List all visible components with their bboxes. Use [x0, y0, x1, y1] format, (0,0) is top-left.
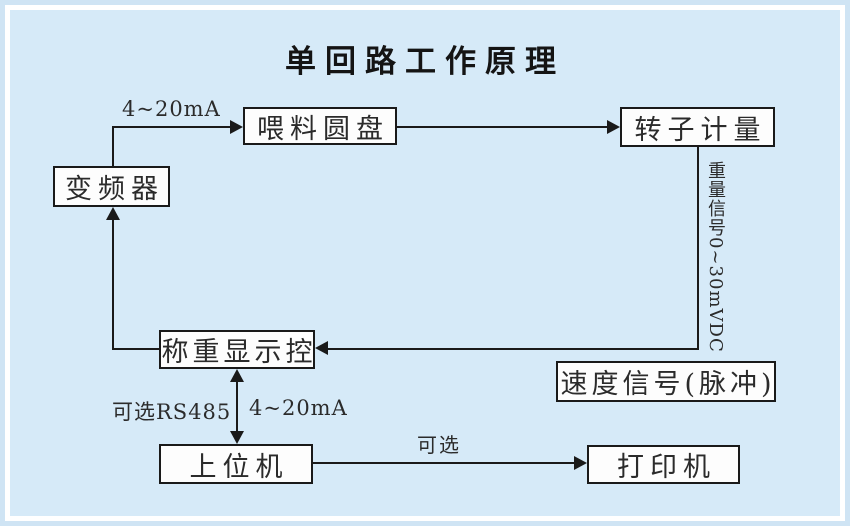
arrowhead-into-rotor-icon	[607, 120, 620, 134]
node-printer: 打印机	[587, 445, 740, 484]
arrowhead-into-printer-icon	[574, 456, 587, 470]
edge-label-current-bottom: 4~20mA	[249, 396, 348, 420]
connector-rotor-to-weighing-horizontal	[328, 348, 699, 350]
node-feeder-disc: 喂料圆盘	[243, 107, 397, 145]
connector-weighing-to-inverter-horizontal	[112, 348, 159, 350]
node-weighing-display-controller: 称重显示控	[159, 330, 315, 369]
diagram-frame-border	[5, 5, 845, 521]
edge-label-rs485: 可选RS485	[112, 400, 232, 424]
edge-label-weight-signal: 重量信号0~30mVDC	[705, 161, 726, 353]
arrowhead-into-feeder-icon	[230, 120, 243, 134]
node-inverter: 变频器	[53, 166, 170, 207]
arrowhead-into-weighing-icon	[315, 341, 328, 355]
arrowhead-into-host-icon	[230, 431, 244, 444]
connector-weighing-host-vertical	[236, 381, 238, 432]
connector-inverter-to-feeder-horizontal	[112, 126, 232, 128]
connector-inverter-to-feeder-vertical	[112, 126, 114, 166]
connector-host-to-printer	[313, 462, 575, 464]
arrowhead-into-inverter-icon	[106, 207, 120, 220]
diagram-title: 单回路工作原理	[285, 44, 565, 80]
arrowhead-into-weighing-bottom-icon	[230, 369, 244, 382]
connector-feeder-to-rotor	[397, 126, 608, 128]
node-speed-signal-pulse: 速度信号(脉冲)	[556, 361, 776, 402]
edge-label-optional: 可选	[417, 433, 461, 457]
connector-weighing-to-inverter-vertical	[112, 219, 114, 350]
connector-rotor-down-vertical	[697, 147, 699, 350]
edge-label-current-top: 4~20mA	[122, 97, 221, 121]
node-rotor-metering: 转子计量	[620, 107, 775, 147]
node-host-computer: 上位机	[159, 444, 313, 484]
